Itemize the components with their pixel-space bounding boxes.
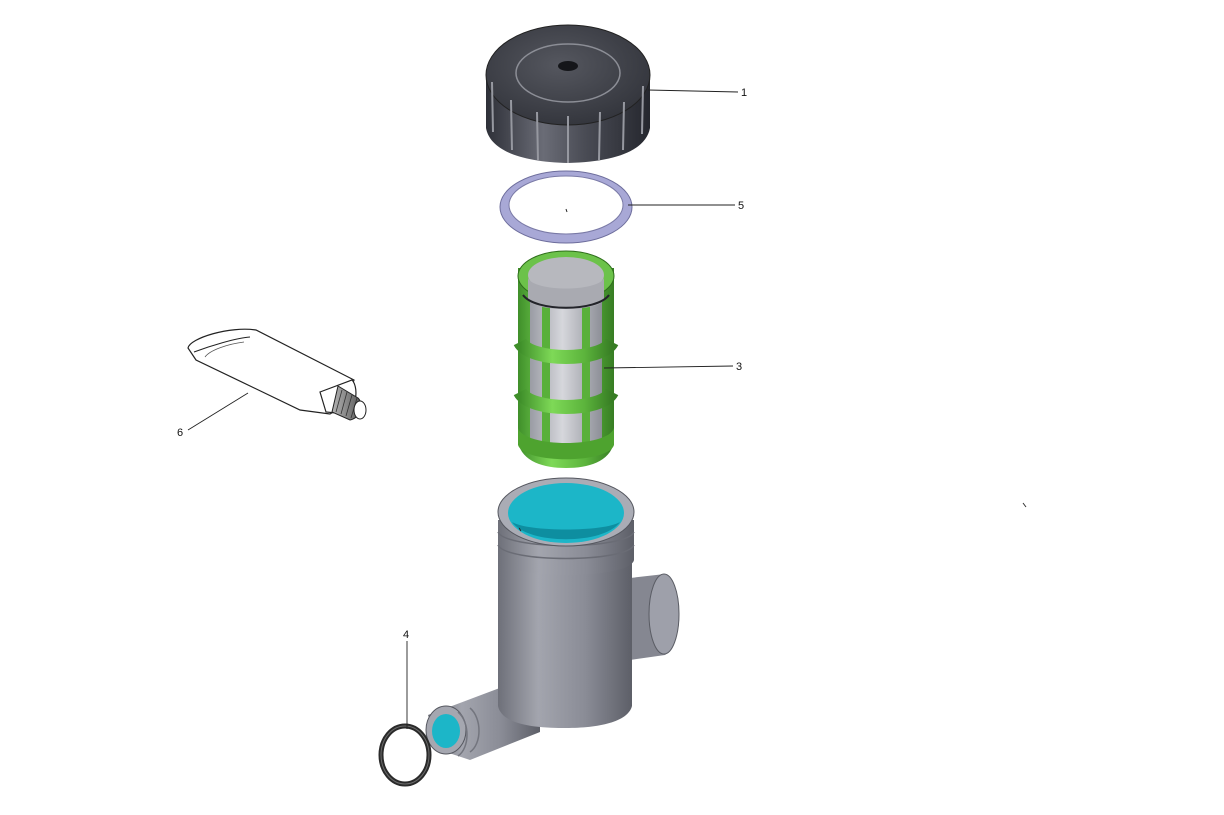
- leader-line-3: [603, 365, 734, 369]
- o-ring-icon: [378, 723, 432, 787]
- cap-icon: [485, 24, 651, 163]
- leader-lines: [187, 89, 739, 729]
- filter-housing-icon: [425, 477, 680, 760]
- flat-seal-ring-icon: [499, 170, 633, 244]
- callout-6: 6: [177, 427, 183, 439]
- callout-labels: 1 5 3 6 4: [177, 87, 747, 641]
- callout-3: 3: [736, 361, 742, 373]
- callout-4: 4: [403, 629, 409, 641]
- leader-line-6: [187, 392, 249, 431]
- callout-5: 5: [738, 200, 744, 212]
- grease-tube-icon: [187, 328, 367, 421]
- callout-1: 1: [741, 87, 747, 99]
- stray-mark: [1022, 502, 1027, 508]
- leader-line-1: [647, 89, 739, 93]
- filter-strainer-icon: [513, 250, 619, 468]
